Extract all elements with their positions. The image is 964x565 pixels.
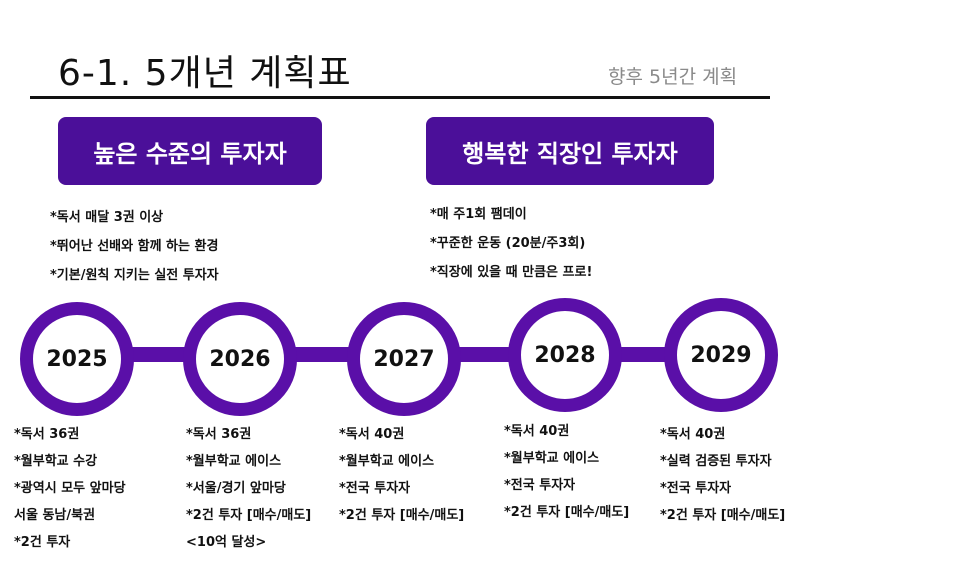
plan-item: *전국 투자자 (660, 481, 732, 496)
goal-item: *기본/원칙 지키는 실전 투자자 (50, 268, 219, 283)
plan-item: *서울/경기 앞마당 (186, 481, 286, 496)
year-plan-2026: *독서 36권 *월부학교 에이스 *서울/경기 앞마당 *2건 투자 [매수/… (186, 421, 311, 556)
goal-item: *직장에 있을 때 만큼은 프로! (430, 265, 593, 280)
goal-banner-happy-worker-investor: 행복한 직장인 투자자 (426, 117, 714, 185)
plan-item: *전국 투자자 (339, 481, 411, 496)
goal-item: *뛰어난 선배와 함께 하는 환경 (50, 239, 219, 254)
year-plan-2027: *독서 40권 *월부학교 에이스 *전국 투자자 *2건 투자 [매수/매도] (339, 421, 464, 529)
year-plan-2029: *독서 40권 *실력 검증된 투자자 *전국 투자자 *2건 투자 [매수/매… (660, 421, 785, 529)
plan-item: *독서 40권 (504, 424, 570, 439)
year-plan-2028: *독서 40권 *월부학교 에이스 *전국 투자자 *2건 투자 [매수/매도] (504, 418, 629, 526)
plan-item: *월부학교 수강 (14, 454, 98, 469)
year-node-2025: 2025 (20, 302, 134, 416)
page-subtitle: 향후 5년간 계획 (608, 66, 738, 88)
year-node-2028: 2028 (508, 298, 622, 412)
year-node-2027: 2027 (347, 302, 461, 416)
plan-item: *2건 투자 [매수/매도] (339, 508, 465, 523)
plan-item: <10억 달성> (186, 535, 267, 550)
plan-item: *월부학교 에이스 (504, 451, 600, 466)
plan-item: *2건 투자 [매수/매도] (504, 505, 630, 520)
year-node-2026: 2026 (183, 302, 297, 416)
plan-item: *광역시 모두 앞마당 (14, 481, 126, 496)
year-plan-2025: *독서 36권 *월부학교 수강 *광역시 모두 앞마당 서울 동남/북권 *2… (14, 421, 126, 556)
page-title: 6-1. 5개년 계획표 (58, 53, 352, 94)
plan-item: *2건 투자 [매수/매도] (660, 508, 786, 523)
goal-list-happy-worker-investor: *매 주1회 팸데이 *꾸준한 운동 (20분/주3회) *직장에 있을 때 만… (430, 200, 592, 287)
plan-item: *월부학교 에이스 (339, 454, 435, 469)
plan-item: *독서 40권 (660, 427, 726, 442)
goal-list-high-level-investor: *독서 매달 3권 이상 *뛰어난 선배와 함께 하는 환경 *기본/원칙 지키… (50, 203, 219, 290)
year-node-2029: 2029 (664, 298, 778, 412)
plan-item: *월부학교 에이스 (186, 454, 282, 469)
plan-item: *실력 검증된 투자자 (660, 454, 772, 469)
plan-item: *2건 투자 (14, 535, 71, 550)
title-divider (30, 96, 770, 99)
goal-item: *꾸준한 운동 (20분/주3회) (430, 236, 586, 251)
plan-item: *독서 36권 (186, 427, 252, 442)
plan-item: *독서 36권 (14, 427, 80, 442)
plan-item: *2건 투자 [매수/매도] (186, 508, 312, 523)
goal-item: *독서 매달 3권 이상 (50, 210, 164, 225)
goal-banner-high-level-investor: 높은 수준의 투자자 (58, 117, 322, 185)
plan-item: 서울 동남/북권 (14, 508, 96, 523)
goal-item: *매 주1회 팸데이 (430, 207, 527, 222)
plan-item: *독서 40권 (339, 427, 405, 442)
plan-item: *전국 투자자 (504, 478, 576, 493)
